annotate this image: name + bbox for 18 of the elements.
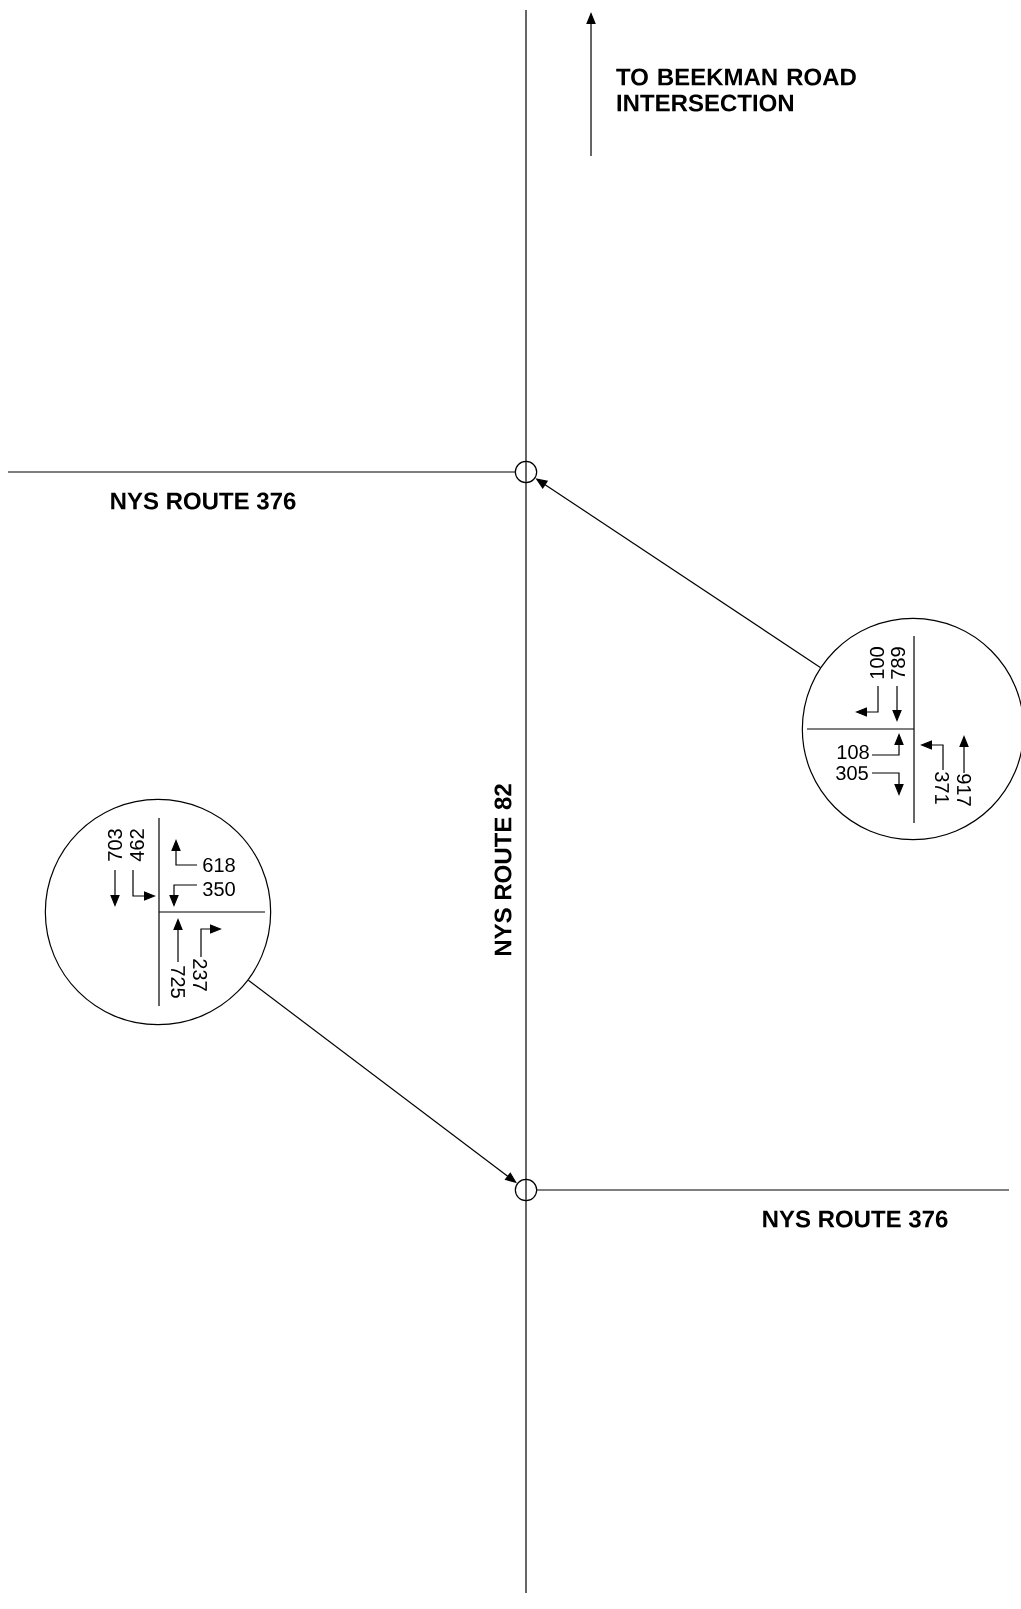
volume-number: 618 [203, 857, 235, 873]
volume-number: 350 [203, 881, 235, 897]
road-label: NYS ROUTE 82 [494, 784, 512, 956]
volume-number: 789 [890, 647, 906, 679]
road-label: NYS ROUTE 376 [763, 1210, 948, 1228]
direction-note: TO BEEKMAN ROAD INTERSECTION [616, 68, 856, 112]
volume-number: 917 [956, 774, 972, 806]
volume-number: 237 [192, 959, 208, 991]
volume-number: 703 [107, 829, 123, 861]
volume-number: 371 [934, 772, 950, 804]
volume-number: 100 [869, 647, 885, 679]
volume-number: 462 [129, 829, 145, 862]
intersection-circle [514, 1178, 538, 1202]
volume-number: 305 [836, 765, 868, 781]
intersection-circle [514, 460, 538, 484]
road-label: NYS ROUTE 376 [111, 492, 296, 510]
volume-number: 725 [170, 966, 186, 998]
volume-number: 108 [837, 744, 869, 760]
